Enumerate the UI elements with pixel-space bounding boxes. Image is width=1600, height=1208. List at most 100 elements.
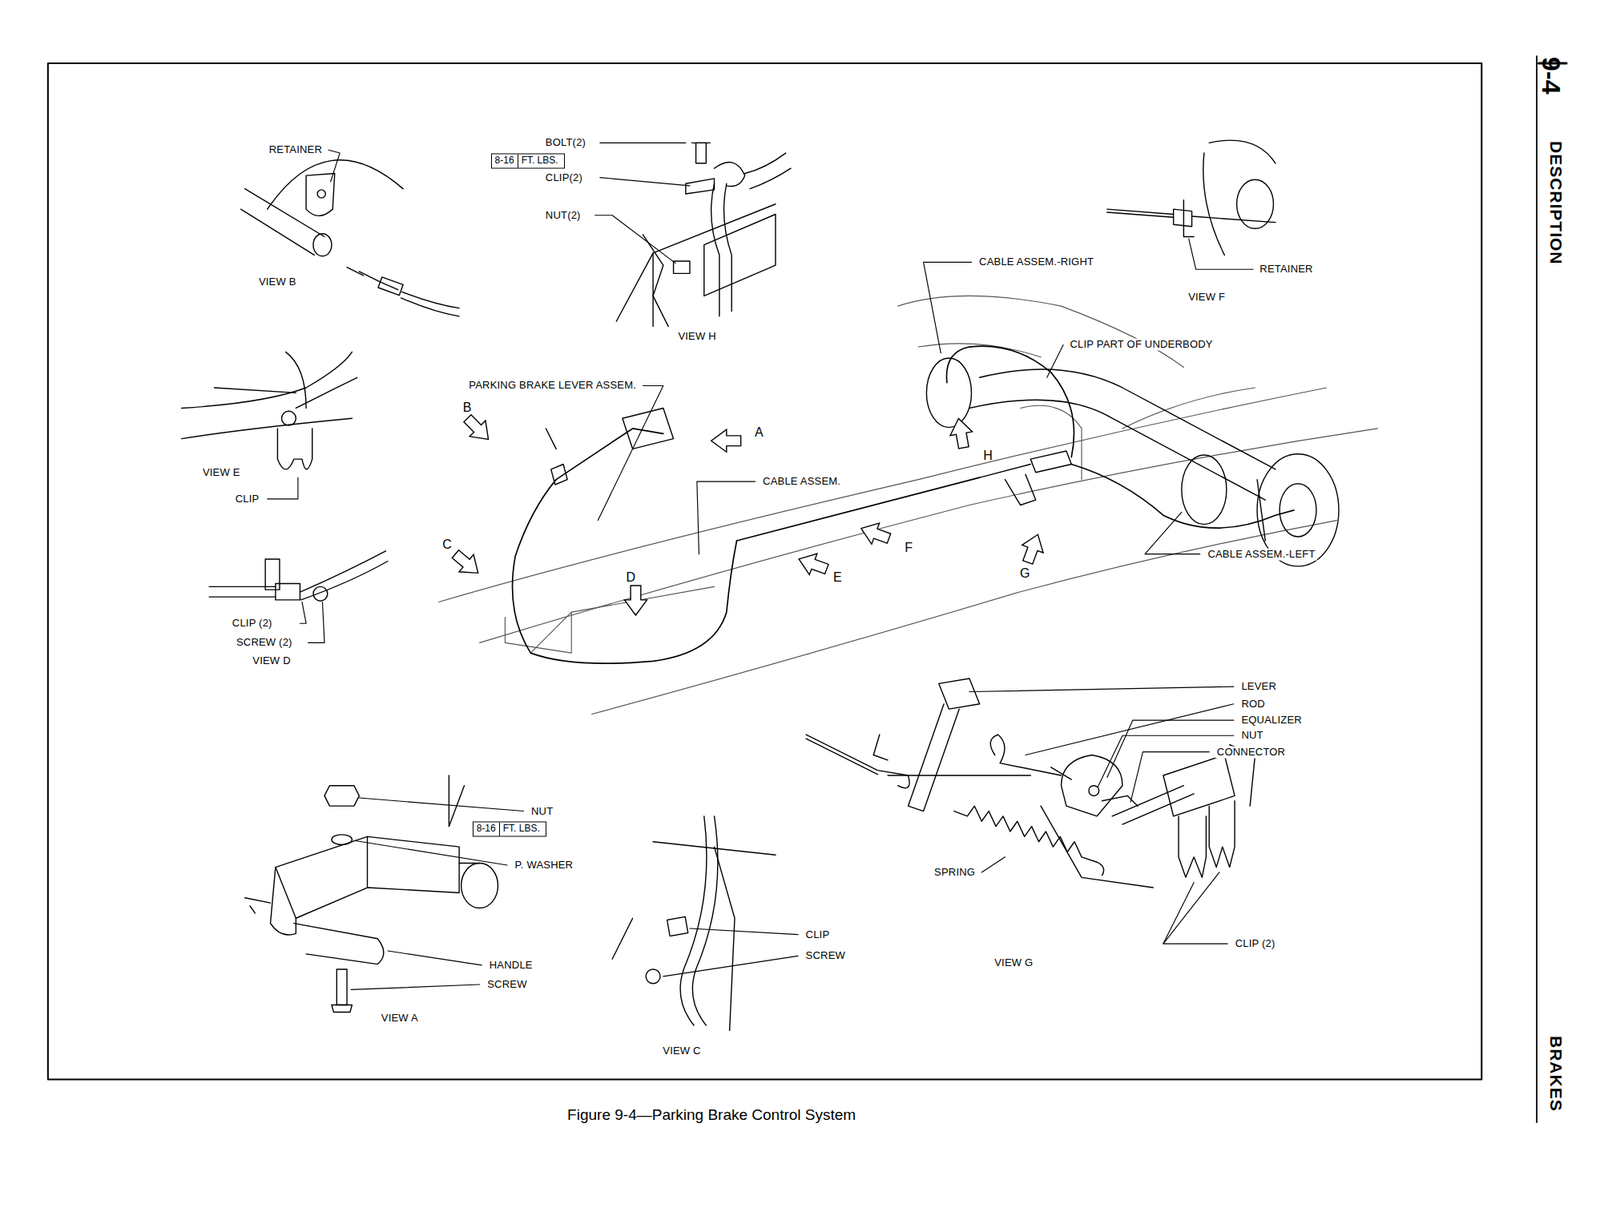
view-g-drawing: [1178, 816, 1206, 878]
view-e-drawing: [181, 351, 358, 469]
view-a-drawing: [461, 862, 499, 908]
view-letter: A: [753, 425, 766, 440]
view-label: VIEW E: [201, 466, 242, 479]
view-g-drawing: [1163, 754, 1235, 816]
view-h-drawing: [749, 168, 791, 189]
leader-lines: [354, 840, 508, 866]
view-label: VIEW G: [992, 957, 1035, 970]
leader-lines: [1163, 882, 1228, 944]
torque-value: FT. LBS.: [517, 154, 562, 169]
view-h-drawing: [704, 213, 776, 296]
view-d-drawing: [301, 551, 387, 593]
leader-lines: [350, 984, 480, 990]
brake-cable-front: [512, 479, 738, 665]
underbody-outline: [592, 520, 1338, 715]
view-c-drawing: [612, 816, 776, 1031]
equalizer-assembly: [1030, 451, 1072, 473]
view-letter: F: [902, 540, 915, 556]
view-h-drawing: [696, 142, 707, 163]
view-e-drawing: [277, 428, 312, 470]
leader-lines: [1163, 872, 1220, 944]
part-label: CLIP(2): [544, 171, 585, 184]
rear-axle: [969, 399, 1266, 500]
view-letter: G: [1018, 566, 1032, 581]
view-label: VIEW H: [676, 330, 718, 343]
torque-box: 8-16FT. LBS.: [472, 822, 547, 838]
view-e-drawing: [181, 351, 353, 408]
view-h-drawing: [724, 183, 733, 311]
view-a-drawing: [294, 923, 384, 965]
view-g-drawing: [1088, 785, 1100, 797]
view-f-drawing: [1183, 200, 1194, 238]
view-a-drawing: [331, 834, 352, 846]
view-arrow: [624, 585, 647, 616]
part-label: P. WASHER: [513, 859, 576, 872]
part-label: CABLE ASSEM.-RIGHT: [977, 256, 1096, 269]
view-a-drawing: [245, 898, 271, 903]
view-e-drawing: [286, 351, 307, 408]
view-f-drawing: [1192, 216, 1276, 223]
torque-box: 8-16FT. LBS.: [491, 153, 565, 170]
view-f-drawing: [1237, 179, 1274, 229]
view-g-drawing: [1040, 806, 1153, 888]
brake-cable-left: [1071, 464, 1294, 529]
view-d-drawing: [209, 596, 276, 597]
view-h-drawing: [616, 204, 776, 322]
part-label: NUT: [1239, 729, 1265, 742]
view-b-drawing: [306, 173, 335, 217]
underbody-outline: [530, 586, 714, 653]
rear-axle: [1279, 483, 1317, 537]
view-g-drawing: [887, 774, 1031, 776]
view-b-drawing: [346, 267, 363, 276]
view-g-drawing: [939, 678, 980, 710]
view-h-drawing: [652, 253, 653, 327]
leader-lines: [923, 261, 972, 353]
leader-lines: [1144, 511, 1201, 554]
view-b-drawing: [402, 291, 460, 308]
view-a-drawing: [448, 775, 464, 827]
view-g-drawing: [873, 734, 888, 761]
view-d-drawing: [275, 584, 301, 601]
rear-axle: [979, 369, 1276, 470]
view-arrow: [794, 548, 831, 581]
leader-lines: [981, 857, 1005, 873]
underbody-outline: [1122, 387, 1256, 429]
view-d-drawing: [313, 586, 328, 601]
leader-lines: [595, 215, 677, 264]
equalizer-assembly: [1004, 474, 1036, 505]
view-g-drawing: [806, 734, 910, 789]
view-g-drawing: [908, 704, 960, 812]
view-a-drawing: [366, 836, 368, 888]
part-label: EQUALIZER: [1239, 714, 1303, 727]
leader-lines: [328, 149, 340, 182]
leader-lines: [1188, 238, 1254, 270]
leader-lines: [663, 955, 798, 976]
parking-brake-lever: [545, 407, 674, 485]
view-letter: D: [624, 570, 637, 585]
view-arrow: [711, 429, 742, 452]
view-a-drawing: [459, 862, 480, 864]
view-arrow: [459, 410, 497, 448]
view-g-drawing: [1209, 801, 1235, 868]
view-b-drawing: [245, 189, 325, 238]
part-label: RETAINER: [267, 144, 324, 157]
torque-value: FT. LBS.: [499, 822, 544, 837]
view-g-drawing: [806, 738, 878, 775]
part-label: NUT(2): [544, 209, 583, 222]
view-h-drawing: [711, 183, 720, 317]
leader-lines: [299, 601, 307, 624]
leader-lines: [1097, 735, 1234, 787]
view-e-drawing: [213, 387, 296, 393]
section-header: BRAKES: [1546, 1035, 1566, 1113]
view-a-drawing: [336, 969, 347, 1006]
part-label: SCREW (2): [234, 636, 295, 649]
part-label: NUT: [529, 805, 555, 818]
view-a-drawing: [270, 867, 297, 936]
view-label: VIEW F: [1186, 290, 1227, 303]
part-label: CABLE ASSEM.: [761, 475, 843, 488]
parking-brake-lever: [551, 464, 568, 485]
view-arrow: [947, 416, 976, 450]
view-g-drawing: [1112, 785, 1184, 817]
leader-lines: [267, 477, 299, 500]
